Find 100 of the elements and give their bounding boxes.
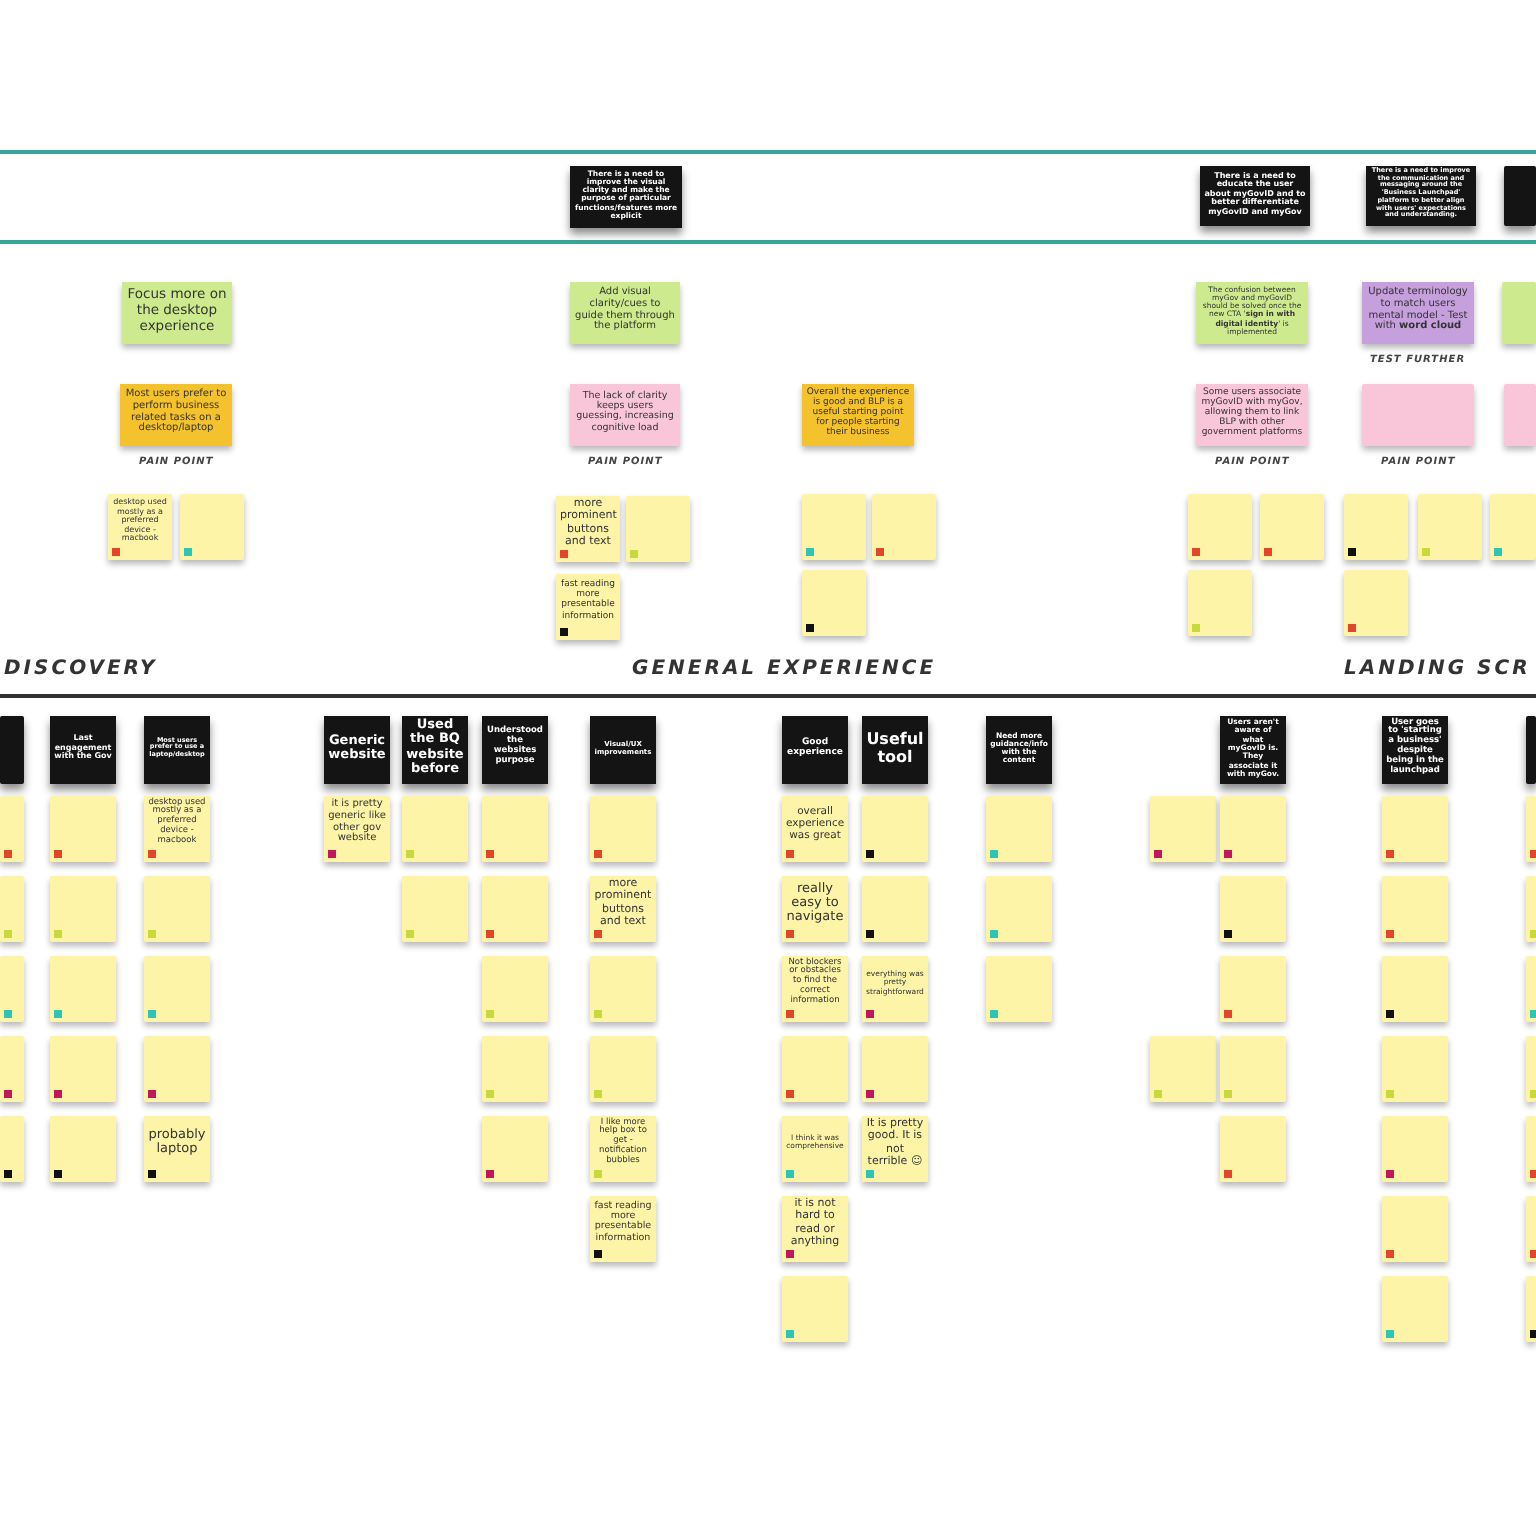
sticky-note xyxy=(482,1116,548,1182)
header-note xyxy=(324,716,390,784)
header-note xyxy=(144,716,210,784)
sticky-note xyxy=(50,1116,116,1182)
header-note xyxy=(782,716,848,784)
sticky-note xyxy=(1188,570,1252,636)
sticky-note xyxy=(50,956,116,1022)
sticky-note xyxy=(1344,570,1408,636)
sticky-note xyxy=(1150,1036,1216,1102)
sticky-note xyxy=(144,956,210,1022)
sticky-note xyxy=(1490,494,1536,560)
sticky-note xyxy=(120,384,232,446)
header-note xyxy=(482,716,548,784)
sticky-note xyxy=(862,1036,928,1102)
sticky-note xyxy=(570,282,680,344)
sticky-note xyxy=(782,876,848,942)
header-note xyxy=(0,716,24,784)
sticky-note xyxy=(482,956,548,1022)
header-note xyxy=(590,716,656,784)
sticky-note xyxy=(802,570,866,636)
sticky-note xyxy=(1382,1196,1448,1262)
sticky-note xyxy=(590,796,656,862)
sticky-note xyxy=(1150,796,1216,862)
sticky-note xyxy=(862,796,928,862)
sticky-note xyxy=(590,1196,656,1262)
sticky-note xyxy=(1526,1196,1536,1262)
sticky-note xyxy=(1188,494,1252,560)
section-title: LANDING SCR xyxy=(1344,658,1531,680)
sticky-note xyxy=(1220,796,1286,862)
header-note xyxy=(50,716,116,784)
sticky-note xyxy=(1382,796,1448,862)
sticky-note xyxy=(862,956,928,1022)
sticky-note xyxy=(1502,282,1536,344)
sticky-note xyxy=(1344,494,1408,560)
sticky-note xyxy=(1362,282,1474,344)
sticky-note xyxy=(872,494,936,560)
sticky-note xyxy=(782,1276,848,1342)
sticky-note xyxy=(1526,796,1536,862)
sticky-note xyxy=(0,876,24,942)
sticky-note xyxy=(1260,494,1324,560)
sticky-note xyxy=(108,494,172,560)
sticky-note xyxy=(986,956,1052,1022)
sticky-note xyxy=(50,876,116,942)
sticky-note xyxy=(1526,1116,1536,1182)
sticky-note xyxy=(626,496,690,562)
sticky-note xyxy=(1382,1036,1448,1102)
sticky-note xyxy=(862,876,928,942)
sticky-note xyxy=(590,1116,656,1182)
header-note xyxy=(1200,166,1310,226)
sticky-note xyxy=(1220,956,1286,1022)
sticky-note xyxy=(1220,1036,1286,1102)
sticky-note xyxy=(556,496,620,562)
sticky-note xyxy=(802,494,866,560)
sticky-note xyxy=(1362,384,1474,446)
sticky-note xyxy=(324,796,390,862)
sticky-note xyxy=(180,494,244,560)
sticky-note xyxy=(1526,1276,1536,1342)
sticky-note xyxy=(590,956,656,1022)
header-text: Useful tool xyxy=(866,730,924,767)
header-note xyxy=(1504,166,1536,226)
sticky-note xyxy=(482,876,548,942)
sticky-note xyxy=(1382,1116,1448,1182)
sticky-note xyxy=(782,1036,848,1102)
sticky-note xyxy=(482,1036,548,1102)
sticky-note xyxy=(782,956,848,1022)
header-note xyxy=(1526,716,1536,784)
sticky-note xyxy=(986,796,1052,862)
sticky-note xyxy=(1526,876,1536,942)
sticky-note xyxy=(1418,494,1482,560)
sticky-note xyxy=(122,282,232,344)
sticky-note xyxy=(1220,1116,1286,1182)
sticky-note xyxy=(144,876,210,942)
sticky-note xyxy=(1504,384,1536,446)
sticky-note xyxy=(0,1036,24,1102)
sticky-note xyxy=(1220,876,1286,942)
sticky-note xyxy=(570,384,680,446)
sticky-note xyxy=(50,1036,116,1102)
sticky-note xyxy=(50,796,116,862)
sticky-note xyxy=(862,1116,928,1182)
sticky-note xyxy=(482,796,548,862)
sticky-note xyxy=(782,1116,848,1182)
section-title: GENERAL EXPERIENCE xyxy=(632,658,937,680)
sticky-note xyxy=(0,1116,24,1182)
sticky-note xyxy=(144,796,210,862)
section-title: DISCOVERY xyxy=(4,658,158,680)
sticky-note xyxy=(144,1036,210,1102)
sticky-note xyxy=(782,1196,848,1262)
sticky-note xyxy=(402,796,468,862)
sticky-note xyxy=(1382,1276,1448,1342)
sticky-note xyxy=(402,876,468,942)
sticky-note xyxy=(1526,1036,1536,1102)
sticky-note xyxy=(144,1116,210,1182)
sticky-note xyxy=(986,876,1052,942)
sticky-note xyxy=(0,796,24,862)
sticky-note xyxy=(590,1036,656,1102)
header-note xyxy=(986,716,1052,784)
header-note xyxy=(862,716,928,784)
sticky-note xyxy=(556,574,620,640)
sticky-note xyxy=(590,876,656,942)
sticky-note xyxy=(782,796,848,862)
